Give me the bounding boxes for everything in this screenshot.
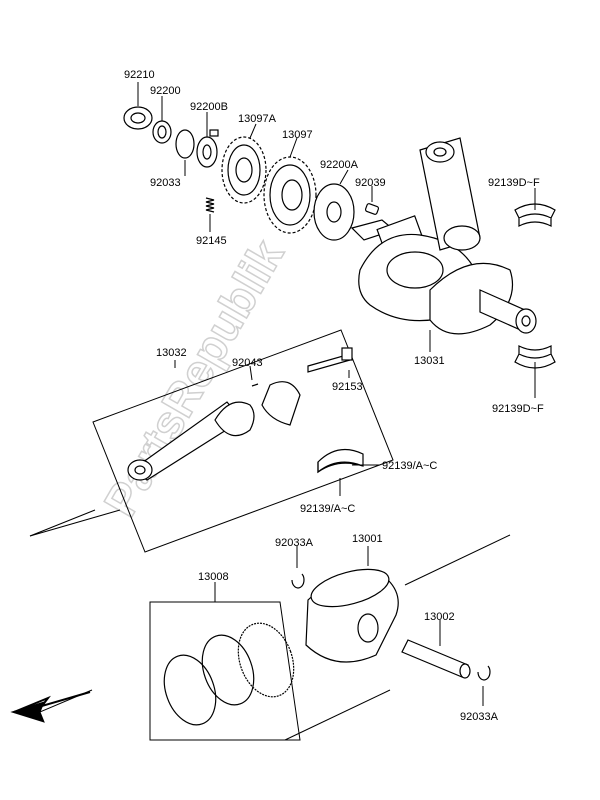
part-92033-circlip[interactable] <box>175 129 195 159</box>
part-92139DF-lower-bearing[interactable] <box>514 345 556 369</box>
piston-group-outline <box>149 534 511 741</box>
part-92139AC-bearing[interactable] <box>317 448 364 474</box>
label-92210: 92210 <box>124 69 155 81</box>
part-92200A-washer[interactable] <box>313 183 355 241</box>
label-13097: 13097 <box>282 129 313 141</box>
part-13001-piston[interactable] <box>305 562 399 663</box>
label-13032: 13032 <box>156 347 187 359</box>
part-labels: 92210 92200 92200B 13097A 13097 92033 92… <box>124 69 544 723</box>
part-92039-key[interactable] <box>364 203 380 215</box>
label-13008: 13008 <box>198 571 229 583</box>
label-92200B: 92200B <box>190 101 228 113</box>
label-92039: 92039 <box>355 177 386 189</box>
label-92145: 92145 <box>196 235 227 247</box>
label-92153: 92153 <box>332 381 363 393</box>
part-92139DF-upper-bearing[interactable] <box>514 203 556 227</box>
part-92043-pin[interactable] <box>251 383 259 387</box>
label-92200: 92200 <box>150 85 181 97</box>
label-13001: 13001 <box>352 533 383 545</box>
part-13031-crankshaft[interactable] <box>350 137 537 335</box>
part-92033A-upper-circlip[interactable] <box>291 573 305 589</box>
part-13097-gear[interactable] <box>263 156 317 234</box>
label-13097A: 13097A <box>238 113 277 125</box>
label-92033A-upper: 92033A <box>275 537 314 549</box>
part-92033A-lower-circlip[interactable] <box>477 665 491 681</box>
part-92145-spring[interactable] <box>205 197 215 213</box>
connecting-rod-group-outline <box>29 329 394 553</box>
part-92200B-lock-washer[interactable] <box>196 129 219 168</box>
part-13008-piston-rings[interactable] <box>155 615 303 732</box>
label-92033: 92033 <box>150 177 181 189</box>
part-13002-piston-pin[interactable] <box>401 639 471 679</box>
label-92139DF-upper: 92139D~F <box>488 177 540 189</box>
part-13097A-gear[interactable] <box>221 136 267 204</box>
label-92139DF-lower: 92139D~F <box>492 403 544 415</box>
label-13002: 13002 <box>424 611 455 623</box>
watermark-text: PartsRepublik <box>94 231 294 525</box>
label-92139AC-right: 92139/A~C <box>382 460 437 472</box>
part-92153-bolt[interactable] <box>307 347 353 373</box>
label-92043: 92043 <box>232 357 263 369</box>
label-13031: 13031 <box>414 355 445 367</box>
label-92033A-lower: 92033A <box>460 711 499 723</box>
part-13032-connecting-rod[interactable] <box>127 381 301 481</box>
part-92210-oil-seal[interactable] <box>123 106 153 130</box>
front-direction-arrow-icon <box>10 689 93 723</box>
part-92200-washer[interactable] <box>152 120 172 144</box>
label-92200A: 92200A <box>320 159 359 171</box>
leader-lines <box>137 82 536 706</box>
label-92139AC-lower: 92139/A~C <box>300 503 355 515</box>
